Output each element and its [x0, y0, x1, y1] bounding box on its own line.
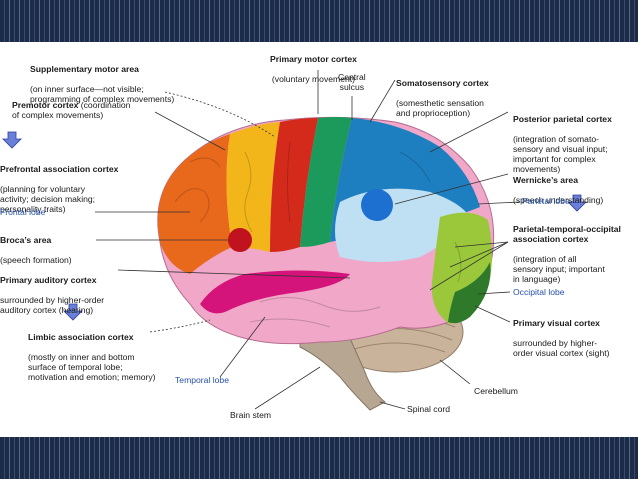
label-cerebellum: Cerebellum [474, 386, 518, 396]
pto-association-title: Parietal-temporal-occipital association … [513, 224, 621, 244]
label-prefrontal: Prefrontal association cortex (planning … [0, 154, 118, 214]
limbic-title: Limbic association cortex [28, 332, 134, 342]
label-premotor: Premotor cortex (coordination of complex… [12, 100, 130, 120]
brain-illustration [2, 70, 587, 411]
somatosensory-desc: (somesthetic sensation and proprioceptio… [396, 98, 484, 118]
label-supplementary-motor: Supplementary motor area (on inner surfa… [30, 54, 174, 104]
wernicke-area-region [361, 189, 393, 221]
wernicke-title: Wernicke’s area [513, 175, 578, 185]
premotor-region [226, 122, 280, 252]
label-brain-stem: Brain stem [230, 410, 272, 420]
premotor-title: Premotor cortex [12, 100, 79, 110]
pto-association-desc: (integration of all sensory input; impor… [513, 254, 605, 284]
label-frontal-lobe: Frontal lobe [0, 207, 46, 217]
prefrontal-arrow-icon [2, 131, 22, 149]
pto-arrow-icon [567, 194, 587, 212]
label-primary-auditory: Primary auditory cortex surrounded by hi… [0, 265, 104, 315]
primary-auditory-desc: surrounded by higher-order auditory cort… [0, 295, 105, 315]
broca-area-region [228, 228, 252, 252]
label-somatosensory: Somatosensory cortex (somesthetic sensat… [396, 68, 489, 118]
somatosensory-region [300, 117, 352, 247]
auditory-cortex-border [200, 270, 350, 314]
premotor-desc: (coordination of complex movements) [12, 100, 131, 120]
label-pto-association: Parietal-temporal-occipital association … [513, 214, 621, 284]
limbic-desc: (mostly on inner and bottom surface of t… [28, 352, 156, 382]
label-limbic: Limbic association cortex (mostly on inn… [28, 322, 156, 382]
wernicke-desc: (speech understanding) [513, 195, 604, 205]
somatosensory-title: Somatosensory cortex [396, 78, 489, 88]
primary-visual-desc: surrounded by higher- order visual corte… [513, 338, 610, 358]
leader-lines [95, 70, 521, 410]
label-occipital-lobe: Occipital lobe [513, 287, 565, 297]
label-posterior-parietal: Posterior parietal cortex (integration o… [513, 104, 612, 174]
posterior-parietal-title: Posterior parietal cortex [513, 114, 612, 124]
broca-desc: (speech formation) [0, 255, 72, 265]
primary-auditory-title: Primary auditory cortex [0, 275, 97, 285]
label-parietal-lobe: Parietal lobe [522, 196, 570, 206]
supplementary-motor-title: Supplementary motor area [30, 64, 139, 74]
primary-motor-desc: (voluntary movement) [271, 74, 356, 84]
prefrontal-region [157, 134, 232, 274]
primary-motor-title: Primary motor cortex [270, 54, 357, 64]
label-primary-visual: Primary visual cortex surrounded by high… [513, 308, 609, 358]
primary-visual-title: Primary visual cortex [513, 318, 600, 328]
bottom-decorative-bar [0, 437, 638, 479]
label-broca: Broca’s area (speech formation) [0, 225, 72, 265]
posterior-parietal-desc: (integration of somato- sensory and visu… [513, 134, 608, 174]
supplementary-motor-desc: (on inner surface—not visible; programmi… [30, 84, 175, 104]
label-primary-motor: Primary motor cortex (voluntary movement… [270, 44, 357, 84]
label-spinal-cord: Spinal cord [407, 404, 450, 414]
broca-title: Broca’s area [0, 235, 52, 245]
limbic-arrow-icon [63, 303, 83, 321]
label-central-sulcus: Central sulcus [338, 72, 366, 92]
top-decorative-bar [0, 0, 638, 42]
label-temporal-lobe: Temporal lobe [175, 375, 229, 385]
highlight-arrows [2, 131, 587, 321]
primary-visual-region [448, 262, 491, 324]
prefrontal-title: Prefrontal association cortex [0, 164, 119, 174]
label-wernicke: Wernicke’s area (speech understanding) [513, 165, 603, 205]
primary-motor-region [270, 118, 318, 252]
prefrontal-desc: (planning for voluntary activity; decisi… [0, 184, 96, 214]
diagram-panel: Supplementary motor area (on inner surfa… [0, 42, 638, 437]
